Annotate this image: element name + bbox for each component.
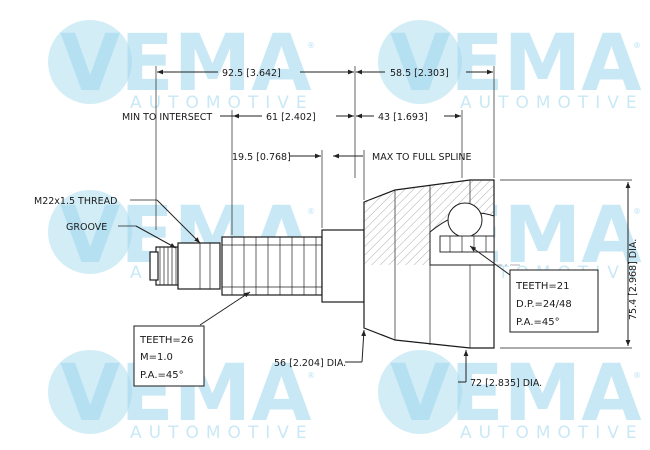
dimension-lines xyxy=(118,66,632,383)
watermark-registered: ® xyxy=(633,371,641,380)
watermark-brand: VEMA xyxy=(390,19,642,109)
watermark-brand: VEMA xyxy=(390,349,642,439)
splined-shaft xyxy=(221,236,323,296)
watermark-sub: AUTOMOTIVE xyxy=(460,423,644,443)
spec-right-dp: D.P.=24/48 xyxy=(516,299,572,310)
groove-section xyxy=(177,242,221,290)
watermark-logo-icon xyxy=(378,350,462,434)
thread-lines xyxy=(159,247,177,285)
thread-tip xyxy=(155,246,179,286)
spec-right-teeth: TEETH=21 xyxy=(515,281,569,292)
ball-icon xyxy=(447,202,483,238)
watermark-logo-icon xyxy=(378,20,462,104)
dim-intersect-left: 61 [2.402] xyxy=(266,112,316,123)
watermark-top-left: VEMA AUTOMOTIVE ® xyxy=(48,19,315,113)
spec-left-module: M=1.0 xyxy=(140,352,173,363)
label-groove: GROOVE xyxy=(66,222,107,233)
watermark-registered: ® xyxy=(633,41,641,50)
label-min-to-intersect: MIN TO INTERSECT xyxy=(122,112,212,123)
dim-overall-left: 92.5 [3.642] xyxy=(222,68,281,79)
watermark-registered: ® xyxy=(633,207,641,216)
thread-end xyxy=(149,251,159,281)
label-thread: M22x1.5 THREAD xyxy=(34,196,117,207)
watermark-logo-icon xyxy=(48,350,132,434)
spec-box-right: TEETH=21 D.P.=24/48 P.A.=45° xyxy=(509,269,599,333)
watermark-sub: AUTOMOTIVE xyxy=(130,423,314,443)
dim-body-72: 72 [2.835] DIA. xyxy=(470,378,542,389)
watermark-registered: ® xyxy=(307,371,315,380)
dim-overall-right: 58.5 [2.303] xyxy=(390,68,449,79)
dim-intersect-right: 43 [1.693] xyxy=(378,112,428,123)
watermark-registered: ® xyxy=(307,41,315,50)
dim-spline-length: 19.5 [0.768] xyxy=(232,152,291,163)
watermark-brand: VEMA xyxy=(60,19,312,109)
spline-lines xyxy=(222,237,322,295)
dim-outer-dia: 75.4 [2.968] DIA. xyxy=(628,239,639,320)
neck xyxy=(321,229,365,303)
watermark-bottom-right: VEMA AUTOMOTIVE ® xyxy=(378,349,644,443)
cv-joint-part xyxy=(149,179,520,349)
spec-left-teeth: TEETH=26 xyxy=(139,335,193,346)
inner-spline xyxy=(439,235,495,253)
watermark-logo-icon xyxy=(48,190,132,274)
watermark-logo-icon xyxy=(48,20,132,104)
watermark-group: VEMA AUTOMOTIVE ® VEMA AUTOMOTIVE ® VEMA… xyxy=(48,19,644,443)
watermark-registered: ® xyxy=(307,207,315,216)
dim-body-56: 56 [2.204] DIA. xyxy=(274,358,346,369)
watermark-sub: AUTOMOTIVE xyxy=(130,93,314,113)
spec-right-pa: P.A.=45° xyxy=(516,317,560,328)
watermark-top-right: VEMA AUTOMOTIVE ® xyxy=(378,19,644,113)
spec-box-left: TEETH=26 M=1.0 P.A.=45° xyxy=(133,325,205,387)
watermark-sub: AUTOMOTIVE xyxy=(460,93,644,113)
label-max-to-full-spline: MAX TO FULL SPLINE xyxy=(372,152,472,163)
spec-left-pa: P.A.=45° xyxy=(140,370,184,381)
